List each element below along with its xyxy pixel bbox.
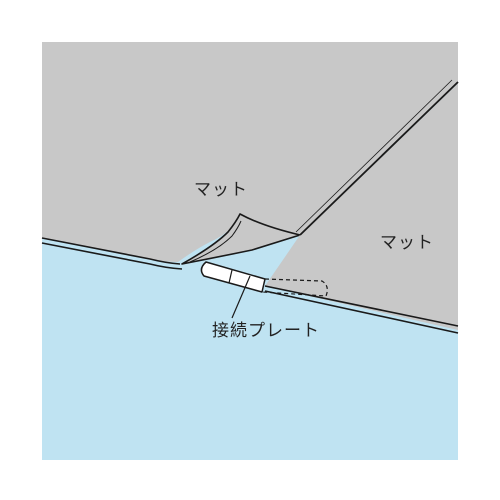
connector-plate-label: 接続プレート xyxy=(212,321,320,341)
connector-plate-divider xyxy=(228,269,233,284)
right-mat-diagonal-edge-fine xyxy=(295,79,453,233)
connector-plate-hidden xyxy=(261,278,328,297)
left-mat-edge-lower xyxy=(41,242,183,270)
connector-plate xyxy=(200,261,266,293)
left-mat-peeled-corner-inner xyxy=(189,220,242,263)
left-mat-edge xyxy=(41,237,181,265)
right-mat-bottom-edge-lower xyxy=(264,290,459,334)
connector-leader-line xyxy=(231,275,251,319)
right-mat xyxy=(265,84,458,330)
right-mat-bottom-edge xyxy=(264,285,459,327)
right-mat-diagonal-edge xyxy=(299,81,459,236)
left-mat xyxy=(42,42,458,262)
left-mat-label: マット xyxy=(194,180,248,200)
right-mat-label: マット xyxy=(380,233,434,253)
